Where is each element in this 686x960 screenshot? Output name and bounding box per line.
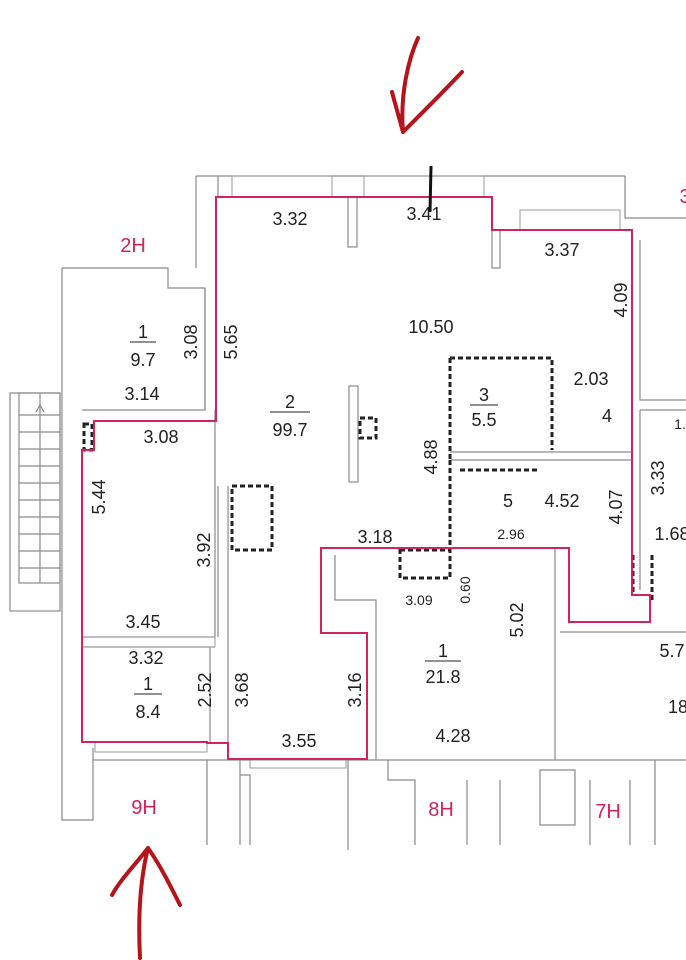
dim: 3.41 <box>406 204 441 224</box>
room-1c-number: 1 <box>438 641 448 661</box>
room-1-number: 1 <box>138 322 148 342</box>
dim: 4.07 <box>606 489 626 524</box>
dim: 3.45 <box>125 612 160 632</box>
room-2-number: 2 <box>285 392 295 412</box>
dim: 3.18 <box>357 527 392 547</box>
bottom-arrow-icon <box>110 846 182 960</box>
dim: 3.92 <box>194 532 214 567</box>
dimension-labels: 3.32 3.41 3.37 3.08 5.65 10.50 4.09 2.03… <box>89 165 686 751</box>
dim: 3.16 <box>345 672 365 707</box>
dim: 4.52 <box>544 491 579 511</box>
dim: 5.65 <box>221 324 241 359</box>
dim: 3.37 <box>544 240 579 260</box>
dim: 4.88 <box>421 439 441 474</box>
room-2-area: 99.7 <box>272 420 307 440</box>
dim: 2.52 <box>195 672 215 707</box>
room-5-number: 5 <box>503 491 513 511</box>
room-1b-number: 1 <box>143 674 153 694</box>
dim: 4.09 <box>611 282 631 317</box>
room-1c-area: 21.8 <box>425 667 460 687</box>
dim: 2.03 <box>573 369 608 389</box>
premises-boundary <box>81 196 651 760</box>
room-1b-area: 8.4 <box>135 702 160 722</box>
dim: 0.60 <box>457 576 473 603</box>
unit-label-cut: 3 <box>679 186 686 208</box>
unit-label-9h: 9H <box>131 797 157 819</box>
dim: 3.09 <box>405 592 432 608</box>
dim: 5.44 <box>89 479 109 514</box>
dim: 10.50 <box>408 317 453 337</box>
dim: 2.96 <box>497 526 524 542</box>
room-cut-area: 18 <box>668 697 686 717</box>
dim: 3.55 <box>281 731 316 751</box>
dim: 1. <box>674 416 686 432</box>
unit-label-2h: 2H <box>120 235 146 257</box>
dim: 3.33 <box>648 460 668 495</box>
room-labels: 1 9.7 2 99.7 3 5.5 4 5 1 8.4 1 21.8 18 <box>130 322 686 722</box>
dim: 4.28 <box>435 726 470 746</box>
top-arrow-icon <box>390 36 464 134</box>
dim: 5.7 <box>659 641 684 661</box>
unit-label-8h: 8H <box>428 799 454 821</box>
dim: 1.68 <box>654 524 686 544</box>
dim: 5.02 <box>507 602 527 637</box>
room-4-number: 4 <box>602 406 612 426</box>
dim: 3.14 <box>124 384 159 404</box>
room-1-area: 9.7 <box>130 350 155 370</box>
unit-label-7h: 7H <box>595 801 621 823</box>
room-3-number: 3 <box>479 385 489 405</box>
partitions <box>82 356 654 600</box>
building-walls <box>61 175 686 850</box>
dim: 3.08 <box>143 427 178 447</box>
room-3-area: 5.5 <box>471 410 496 430</box>
staircase <box>9 392 61 612</box>
dim: 3.32 <box>272 209 307 229</box>
dim: 3.68 <box>232 672 252 707</box>
dim: 3.08 <box>181 324 201 359</box>
dim: 3.32 <box>128 648 163 668</box>
